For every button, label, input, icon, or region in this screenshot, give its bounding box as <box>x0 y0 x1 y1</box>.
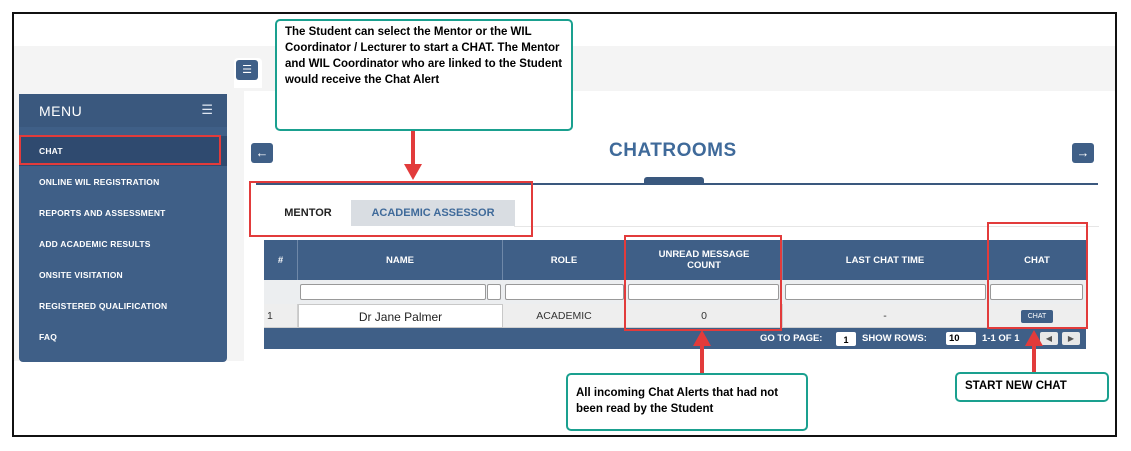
sidebar-item-faq[interactable]: FAQ <box>39 332 58 342</box>
annotation-box-tabs <box>249 181 533 237</box>
annotation-box-chat-menu <box>19 135 221 165</box>
row-role: ACADEMIC <box>503 304 626 328</box>
row-unread-count: 0 <box>626 304 783 328</box>
column-header-number: # <box>264 240 298 280</box>
list-icon[interactable]: ☰ <box>201 102 213 117</box>
table-row[interactable]: 1 Dr Jane Palmer ACADEMIC 0 - CHAT <box>264 304 1086 328</box>
chat-button[interactable]: CHAT <box>1021 310 1053 323</box>
screenshot-frame: MENU ☰ CHAT ONLINE WIL REGISTRATION REPO… <box>12 12 1117 437</box>
rows-select[interactable]: 10 <box>946 332 976 345</box>
sidebar-item-reports-and-assessment[interactable]: REPORTS AND ASSESSMENT <box>39 208 166 218</box>
row-number: 1 <box>264 304 298 328</box>
arrow-left-icon[interactable]: ← <box>251 143 273 163</box>
column-header-last-chat-time[interactable]: LAST CHAT TIME <box>783 240 988 280</box>
tab-mentor[interactable]: MENTOR <box>265 200 351 226</box>
column-header-unread-count[interactable]: UNREAD MESSAGE COUNT <box>626 240 783 280</box>
filter-row <box>264 280 1086 304</box>
annotation-box-chat-column <box>987 222 1088 329</box>
sidebar-item-online-wil-registration[interactable]: ONLINE WIL REGISTRATION <box>39 177 160 187</box>
tab-academic-assessor[interactable]: ACADEMIC ASSESSOR <box>351 200 515 226</box>
column-header-name[interactable]: NAME <box>298 240 503 280</box>
callout-select-mentor: The Student can select the Mentor or the… <box>275 19 573 131</box>
arrow-line-unread <box>700 344 704 374</box>
next-page-icon[interactable]: ▶ <box>1062 332 1080 345</box>
callout-unread-alerts: All incoming Chat Alerts that had not be… <box>566 373 808 431</box>
last-chat-filter-input[interactable] <box>785 284 986 300</box>
unread-filter-input[interactable] <box>628 284 779 300</box>
name-filter-input[interactable] <box>300 284 486 300</box>
role-filter-input[interactable] <box>505 284 624 300</box>
sidebar-item-onsite-visitation[interactable]: ONSITE VISITATION <box>39 270 123 280</box>
page-title: CHATROOMS <box>609 140 737 161</box>
row-last-chat-time: - <box>783 304 988 328</box>
arrowhead-unread <box>693 330 711 346</box>
sidebar: MENU ☰ CHAT ONLINE WIL REGISTRATION REPO… <box>19 94 227 362</box>
chat-filter-input[interactable] <box>990 284 1083 300</box>
menu-title: MENU <box>39 103 83 119</box>
arrow-line-chat <box>1032 344 1036 374</box>
arrowhead-tabs <box>404 164 422 180</box>
range-text: 1-1 OF 1 <box>982 333 1020 344</box>
column-header-role[interactable]: ROLE <box>503 240 626 280</box>
pagination-bar: GO TO PAGE: 1 SHOW ROWS: 10 1-1 OF 1 ◀ ▶ <box>264 328 1086 349</box>
arrow-right-icon[interactable]: → <box>1072 143 1094 163</box>
chatrooms-table: # NAME ROLE UNREAD MESSAGE COUNT LAST CH… <box>264 240 1086 350</box>
arrow-line-tabs <box>411 131 415 167</box>
prev-page-icon[interactable]: ◀ <box>1040 332 1058 345</box>
callout-start-new-chat: START NEW CHAT <box>955 372 1109 402</box>
name-filter-toggle[interactable] <box>487 284 501 300</box>
sidebar-item-chat[interactable]: CHAT <box>19 136 227 166</box>
title-divider <box>256 183 1098 185</box>
table-header: # NAME ROLE UNREAD MESSAGE COUNT LAST CH… <box>264 240 1086 280</box>
title-underline-tab <box>644 177 704 183</box>
column-header-chat: CHAT <box>1024 254 1050 266</box>
go-to-page-label: GO TO PAGE: <box>760 333 823 344</box>
sidebar-item-registered-qualification[interactable]: REGISTERED QUALIFICATION <box>39 301 168 311</box>
list-toggle-icon[interactable]: ☰ <box>236 60 258 80</box>
row-name[interactable]: Dr Jane Palmer <box>298 304 503 328</box>
annotation-box-unread-column <box>624 235 782 331</box>
tab-divider <box>514 226 1099 227</box>
show-rows-label: SHOW ROWS: <box>862 333 927 344</box>
sidebar-item-add-academic-results[interactable]: ADD ACADEMIC RESULTS <box>39 239 151 249</box>
page-input[interactable]: 1 <box>836 332 856 346</box>
arrowhead-chat <box>1025 330 1043 346</box>
menu-header: MENU ☰ <box>19 94 227 127</box>
